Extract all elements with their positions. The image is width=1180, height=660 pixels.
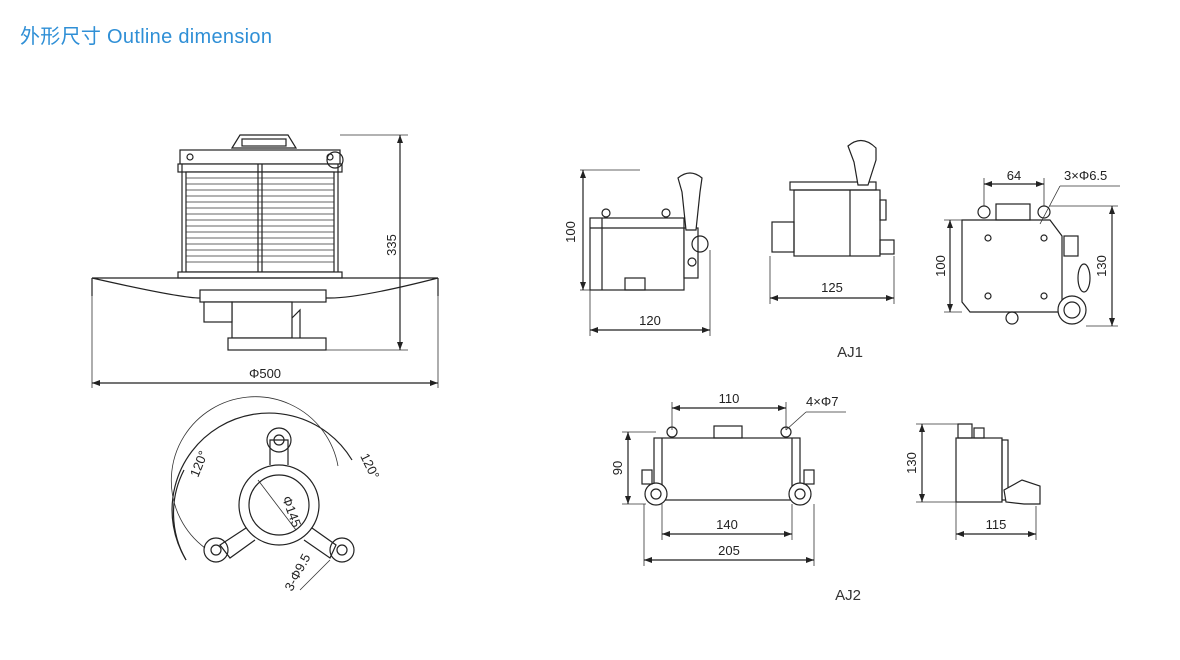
- dim-aj2-side-w: 115: [986, 517, 1007, 532]
- dim-aj1-front-h: 100: [563, 221, 578, 243]
- main-unit-elevation: 335 Φ500: [91, 134, 439, 388]
- dim-aj1-front-w: 120: [639, 313, 661, 328]
- aj1-side-view: 125: [769, 139, 895, 304]
- aj1-top-view: 64 3×Φ6.5 100 130: [933, 168, 1120, 327]
- dim-aj1-top-h: 100: [933, 255, 948, 277]
- dim-aj1-top-holes: 3×Φ6.5: [1064, 168, 1107, 183]
- dim-aj2-w2: 205: [718, 543, 740, 558]
- dim-main-height: 335: [384, 234, 399, 256]
- dim-aj2-holes: 4×Φ7: [806, 394, 838, 409]
- dim-aj2-top-w: 110: [719, 391, 740, 406]
- dim-aj2-h: 90: [610, 461, 625, 475]
- dim-aj1-side-w: 125: [821, 280, 843, 295]
- dim-aj2-w1: 140: [716, 517, 738, 532]
- main-unit-base-plan: Φ145 3-Φ9.5 120° 120°: [170, 396, 383, 593]
- page-title: 外形尺寸 Outline dimension: [20, 26, 273, 48]
- dim-main-diameter: Φ500: [249, 366, 281, 381]
- dim-base-dia: Φ145: [279, 494, 304, 529]
- dim-aj1-top-h2: 130: [1094, 255, 1109, 277]
- aj2-side-view: 130 115: [904, 423, 1041, 540]
- aj2-front-view: 110 4×Φ7 90 140 205: [610, 391, 846, 566]
- dim-aj2-side-h: 130: [904, 452, 919, 474]
- dim-holes: 3-Φ9.5: [281, 551, 313, 593]
- label-aj2: AJ2: [835, 587, 861, 604]
- aj1-front-view: 100 120: [563, 169, 711, 336]
- dim-aj1-top-spacing: 64: [1007, 168, 1021, 183]
- dim-angle-right: 120°: [357, 451, 382, 482]
- label-aj1: AJ1: [837, 344, 863, 361]
